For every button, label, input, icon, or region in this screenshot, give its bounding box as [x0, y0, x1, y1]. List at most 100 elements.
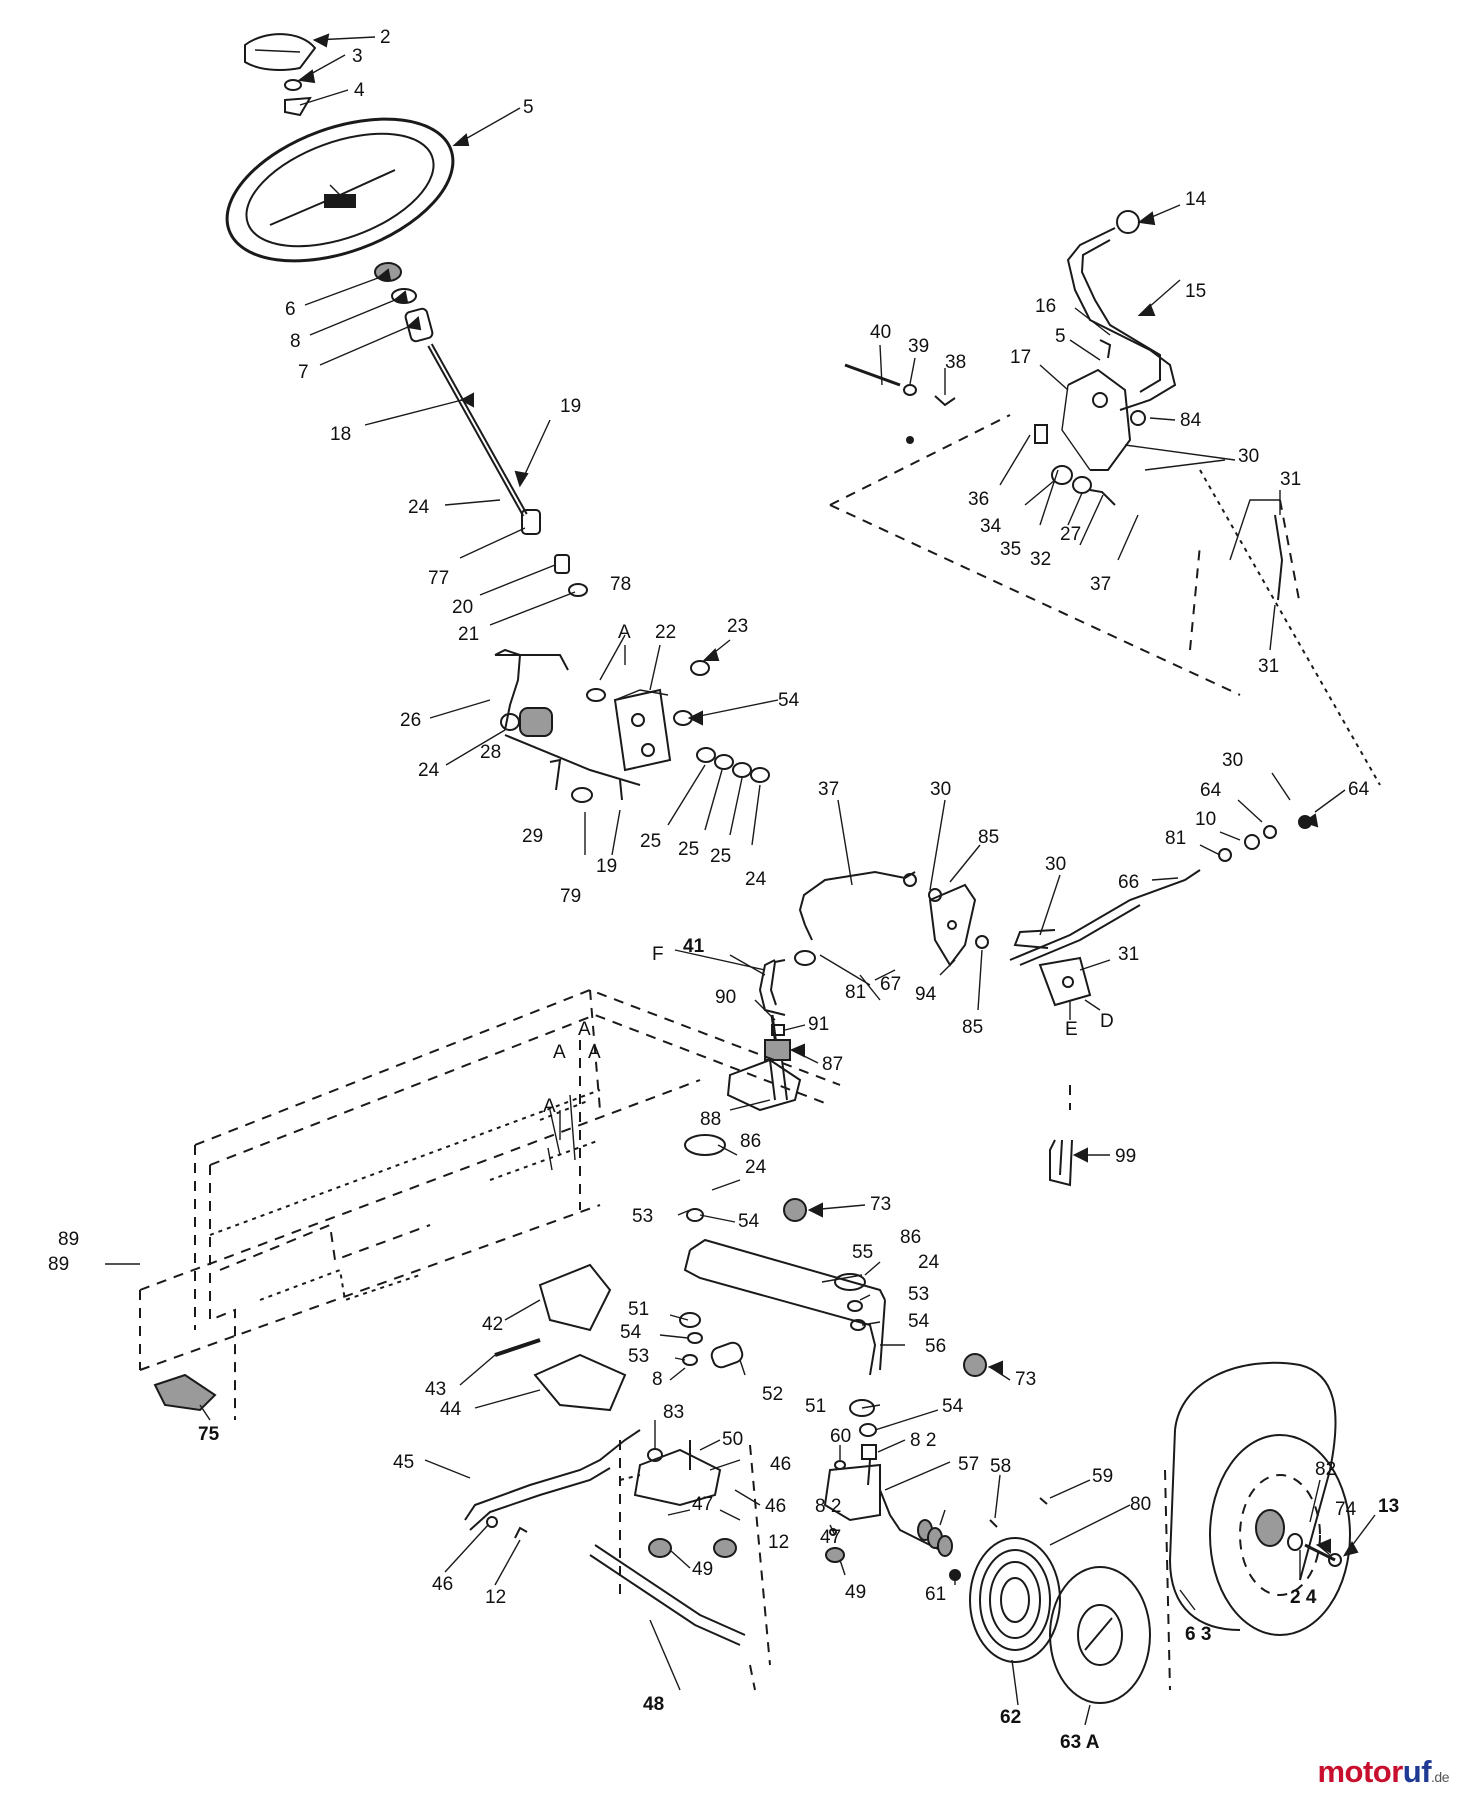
- callout-10: 10: [1195, 809, 1216, 830]
- callout-73: 73: [870, 1194, 891, 1215]
- shield-part-48: [589, 1440, 771, 1691]
- callout-46: 46: [770, 1454, 791, 1475]
- callout-18: 18: [330, 424, 351, 445]
- leader-arrowheads: [297, 33, 1359, 1557]
- fitting-part-73b: [963, 1353, 987, 1377]
- callout-55: 55: [852, 1242, 873, 1263]
- callout-47: 47: [692, 1494, 713, 1515]
- callout-48: 48: [643, 1694, 664, 1715]
- nut-part-24: [500, 713, 520, 731]
- callout-19-b: 19: [596, 856, 617, 877]
- callout-89: 89: [58, 1229, 79, 1250]
- washer-part-54e: [859, 1423, 877, 1437]
- callout-30-b: 30: [1222, 750, 1243, 771]
- callout-3: 3: [352, 46, 363, 67]
- callout-17: 17: [1010, 347, 1031, 368]
- callout-94: 94: [915, 984, 937, 1005]
- washer-part-60: [834, 1460, 846, 1470]
- callout-24-f: 2 4: [1290, 1587, 1317, 1608]
- callout-34: 34: [980, 516, 1002, 537]
- callout-51: 51: [628, 1299, 649, 1320]
- callout-31-c: 31: [1118, 944, 1139, 965]
- callout-5-b: 5: [1055, 326, 1066, 347]
- callout-2: 2: [380, 27, 391, 48]
- spring-part-31: [1274, 514, 1284, 601]
- callout-89-b: 89: [48, 1254, 69, 1275]
- callout-12-b: 12: [485, 1587, 506, 1608]
- cap-part-49a: [648, 1538, 672, 1558]
- washer-part-54d: [687, 1332, 703, 1344]
- callout-53-c: 53: [628, 1346, 649, 1367]
- callout-49: 49: [692, 1559, 713, 1580]
- washer-part-51a: [679, 1312, 701, 1328]
- callout-64: 64: [1200, 780, 1222, 801]
- callout-labels: 2 3 4 5 6 8 7 18 19 24 77 20 21 78 A 22 …: [48, 27, 1399, 1753]
- callout-50: 50: [722, 1429, 743, 1450]
- callout-91: 91: [808, 1014, 829, 1035]
- hubcap-part-63A: [1049, 1566, 1151, 1704]
- callout-54: 54: [778, 690, 800, 711]
- callout-52: 52: [762, 1384, 783, 1405]
- callout-62: 62: [1000, 1707, 1021, 1728]
- callout-14: 14: [1185, 189, 1207, 210]
- callout-6: 6: [285, 299, 296, 320]
- callout-75: 75: [198, 1424, 220, 1445]
- washer-part-86b: [834, 1273, 866, 1291]
- callout-24: 24: [408, 497, 430, 518]
- callout-84: 84: [1180, 410, 1202, 431]
- steering-wheel-part-5: [225, 117, 455, 263]
- watermark-part1: motor: [1317, 1754, 1403, 1789]
- callout-82: 8 2: [910, 1430, 936, 1451]
- washer-part-53c: [682, 1354, 698, 1366]
- lever-bracket-part-17: [1061, 368, 1132, 471]
- callout-19: 19: [560, 396, 581, 417]
- callout-16: 16: [1035, 296, 1056, 317]
- callout-37: 37: [1090, 574, 1111, 595]
- callout-21: 21: [458, 624, 479, 645]
- spindle-part-31-bracket: [1038, 956, 1092, 1007]
- washer-stack-part-25: [696, 747, 770, 783]
- callout-79: 79: [560, 886, 581, 907]
- callout-24-b: 24: [418, 760, 440, 781]
- callout-90: 90: [715, 987, 736, 1008]
- callout-F: F: [652, 944, 664, 965]
- dot: [906, 436, 914, 444]
- fitting-part-73a: [783, 1198, 807, 1222]
- callout-41: 41: [683, 936, 705, 957]
- fitting-part-75: [153, 1373, 217, 1412]
- rod-part-40: [844, 363, 901, 387]
- pivot-part-41: [758, 959, 786, 1016]
- callout-8-b: 8: [652, 1369, 663, 1390]
- callout-86-b: 86: [900, 1227, 921, 1248]
- callout-A-3: A: [553, 1042, 566, 1063]
- tire-part-63: [1168, 1361, 1351, 1636]
- bushing-part-20: [554, 554, 570, 574]
- fitting-part-58: [989, 1519, 998, 1528]
- watermark-part2: uf: [1402, 1754, 1432, 1789]
- pin-part-12: [514, 1526, 528, 1539]
- callout-D: D: [1100, 1011, 1114, 1032]
- washer-part-85a: [928, 888, 942, 902]
- callout-28: 28: [480, 742, 501, 763]
- bushing-part-82: [861, 1444, 877, 1460]
- bracket-part-88: [726, 1058, 802, 1112]
- callout-46-c: 46: [432, 1574, 453, 1595]
- callout-87: 87: [822, 1054, 843, 1075]
- coupler-part-77: [521, 509, 541, 535]
- callout-12: 12: [768, 1532, 789, 1553]
- callout-25-c: 25: [710, 846, 731, 867]
- washer-part-23: [690, 660, 710, 676]
- callout-63: 6 3: [1185, 1624, 1211, 1645]
- callout-4: 4: [354, 80, 365, 101]
- callout-30: 30: [1238, 446, 1259, 467]
- callout-88: 88: [700, 1109, 721, 1130]
- callout-25-a: 25: [640, 831, 661, 852]
- callout-23: 23: [727, 616, 748, 637]
- washer-part-61: [949, 1569, 961, 1581]
- callout-82-b: 82: [1315, 1459, 1336, 1480]
- leader-lines: [105, 36, 1376, 1726]
- callout-A-1: A: [618, 622, 631, 643]
- plate-part-44: [533, 1353, 627, 1412]
- callout-5: 5: [523, 97, 534, 118]
